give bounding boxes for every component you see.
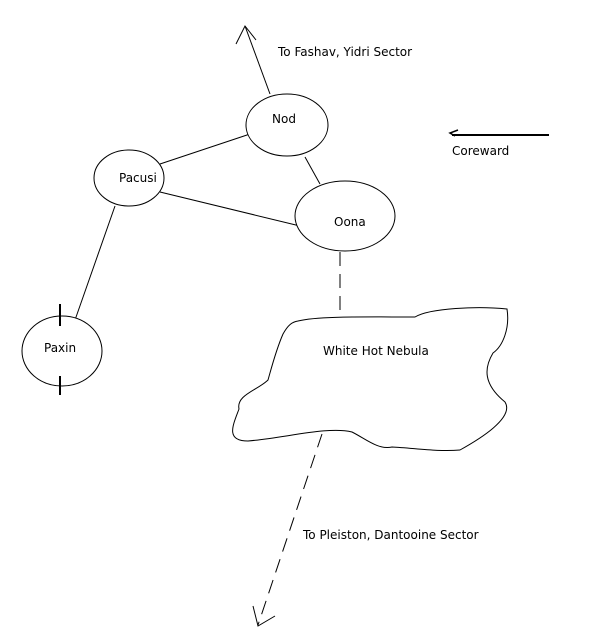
system-nod-label: Nod xyxy=(272,112,296,126)
white-hot-nebula-outline xyxy=(232,307,509,452)
route-pacusi-paxin xyxy=(74,205,116,321)
route-nod-oona xyxy=(304,156,321,185)
system-pacusi-label: Pacusi xyxy=(119,171,157,185)
route-pacusi-oona xyxy=(159,191,301,227)
to-pleiston-label: To Pleiston, Dantooine Sector xyxy=(302,528,479,542)
route-pacusi-nod xyxy=(159,133,251,165)
system-oona-node xyxy=(294,180,396,252)
system-nod-node xyxy=(245,93,329,157)
white-hot-nebula-label: White Hot Nebula xyxy=(323,344,429,358)
coreward-label: Coreward xyxy=(452,144,509,158)
system-paxin-label: Paxin xyxy=(44,341,76,355)
route-to-pleiston-arrow xyxy=(252,433,323,627)
system-pacusi-node xyxy=(93,149,165,207)
to-fashav-label: To Fashav, Yidri Sector xyxy=(277,45,412,59)
route-to-fashav-arrow xyxy=(235,25,271,95)
coreward-arrow xyxy=(448,129,549,137)
system-paxin-node xyxy=(21,315,103,387)
system-oona-label: Oona xyxy=(334,215,366,229)
